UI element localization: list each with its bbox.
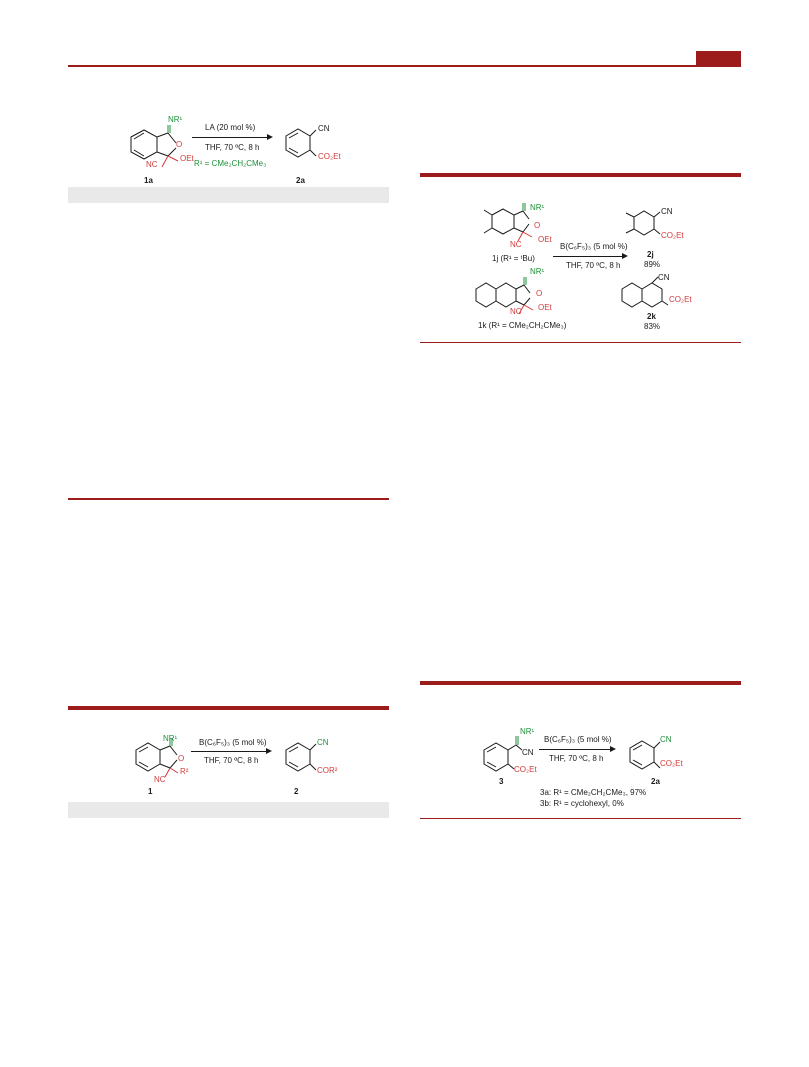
product-2k-structure — [621, 276, 669, 308]
product-cn: CN — [318, 124, 330, 133]
conditions-bottom: THF, 70 ºC, 8 h — [549, 754, 604, 763]
product-2-structure — [285, 742, 317, 772]
substrate-label: 3 — [499, 777, 504, 786]
p1-co2et: CO₂Et — [661, 231, 684, 240]
table-header-bar-3 — [68, 802, 389, 818]
header-rule — [68, 65, 741, 67]
sm-nr: NR¹ — [163, 734, 178, 743]
conditions-bottom: THF, 70 ºC, 8 h — [566, 261, 621, 270]
product-cor: COR² — [317, 766, 338, 775]
conditions-top: B(C₆F₅)₃ (5 mol %) — [544, 735, 612, 744]
conditions-top: B(C₆F₅)₃ (5 mol %) — [560, 242, 628, 251]
section-rule-right-2 — [420, 681, 741, 685]
sm-nr: NR¹ — [168, 115, 183, 124]
sm-cn: CN — [522, 748, 534, 757]
product-2a-structure — [629, 740, 661, 770]
section-rule-right-2b — [420, 818, 741, 819]
arrow-head — [622, 253, 628, 259]
scheme-4: NR¹ CN CO₂Et 3 B(C₆F₅)₃ (5 mol %) THF, 7… — [420, 722, 741, 817]
substrate-1a-structure — [130, 125, 179, 168]
scheme-1: NR¹ O OEt NC 1a LA (20 mol %) THF, 70 ºC… — [68, 105, 389, 205]
substrate-1k-structure — [475, 277, 534, 315]
sm2-o: O — [536, 289, 543, 298]
scheme-3: NR¹ O R² NC 1 B(C₆F₅)₃ (5 mol %) THF, 70… — [68, 720, 389, 800]
p1-label: 2j — [647, 250, 654, 259]
p1-yield: 89% — [644, 260, 661, 269]
conditions-top: LA (20 mol %) — [205, 123, 256, 132]
reaction-arrow — [191, 751, 269, 752]
substrate-3-structure — [483, 736, 523, 772]
sm-nc: NC — [146, 160, 158, 169]
scheme-2: NR¹ O OEt NC 1j (R¹ = ᵗBu) NR¹ O OEt NC … — [420, 195, 741, 340]
substrate-1-structure — [135, 738, 179, 778]
arrow-head — [266, 748, 272, 754]
conditions-bottom: THF, 70 ºC, 8 h — [204, 756, 259, 765]
note-3a: 3a: R¹ = CMe₂CH₂CMe₃, 97% — [540, 788, 647, 797]
header-tab — [696, 51, 741, 67]
product-co2et: CO₂Et — [660, 759, 683, 768]
product-label: 2 — [294, 787, 299, 796]
substrate-label: 1a — [144, 176, 153, 185]
reaction-arrow — [539, 749, 613, 750]
product-cn: CN — [317, 738, 329, 747]
reaction-arrow — [553, 256, 625, 257]
section-rule-left-1 — [68, 498, 389, 500]
p2-co2et: CO₂Et — [669, 295, 692, 304]
substrate-label: 1 — [148, 787, 153, 796]
sm1-label: 1j (R¹ = ᵗBu) — [492, 254, 535, 263]
sm2-nr: NR¹ — [530, 267, 545, 276]
arrow-head — [267, 134, 273, 140]
sm-oet: OEt — [180, 154, 194, 163]
sm1-nc: NC — [510, 240, 522, 249]
arrow-head — [610, 746, 616, 752]
product-2j-structure — [625, 210, 661, 236]
p2-label: 2k — [647, 312, 656, 321]
sm2-nc: NC — [510, 307, 522, 316]
product-cn: CN — [660, 735, 672, 744]
sm-o: O — [178, 754, 185, 763]
sm1-nr: NR¹ — [530, 203, 545, 212]
section-rule-right-1b — [420, 342, 741, 343]
sm2-label: 1k (R¹ = CMe₂CH₂CMe₃) — [478, 321, 567, 330]
sm-co2et: CO₂Et — [514, 765, 537, 774]
sm1-o: O — [534, 221, 541, 230]
product-label: 2a — [296, 176, 305, 185]
table-header-bar-1 — [68, 187, 389, 203]
product-2a-structure — [285, 128, 317, 158]
p2-cn: CN — [658, 273, 670, 282]
section-rule-left-2 — [68, 706, 389, 710]
sm-o: O — [176, 140, 183, 149]
conditions-top: B(C₆F₅)₃ (5 mol %) — [199, 738, 267, 747]
product-co2et: CO₂Et — [318, 152, 341, 161]
section-rule-right-1 — [420, 173, 741, 177]
sm-nr: NR¹ — [520, 727, 535, 736]
sm-r2: R² — [180, 767, 189, 776]
reaction-arrow — [192, 137, 270, 138]
substrate-1j-structure — [483, 203, 533, 242]
p1-cn: CN — [661, 207, 673, 216]
sm1-oet: OEt — [538, 235, 552, 244]
sm-nc: NC — [154, 775, 166, 784]
sm2-oet: OEt — [538, 303, 552, 312]
conditions-bottom: THF, 70 ºC, 8 h — [205, 143, 260, 152]
product-label: 2a — [651, 777, 660, 786]
r-note: R¹ = CMe₂CH₂CMe₃ — [194, 159, 267, 168]
note-3b: 3b: R¹ = cyclohexyl, 0% — [540, 799, 624, 808]
p2-yield: 83% — [644, 322, 661, 331]
